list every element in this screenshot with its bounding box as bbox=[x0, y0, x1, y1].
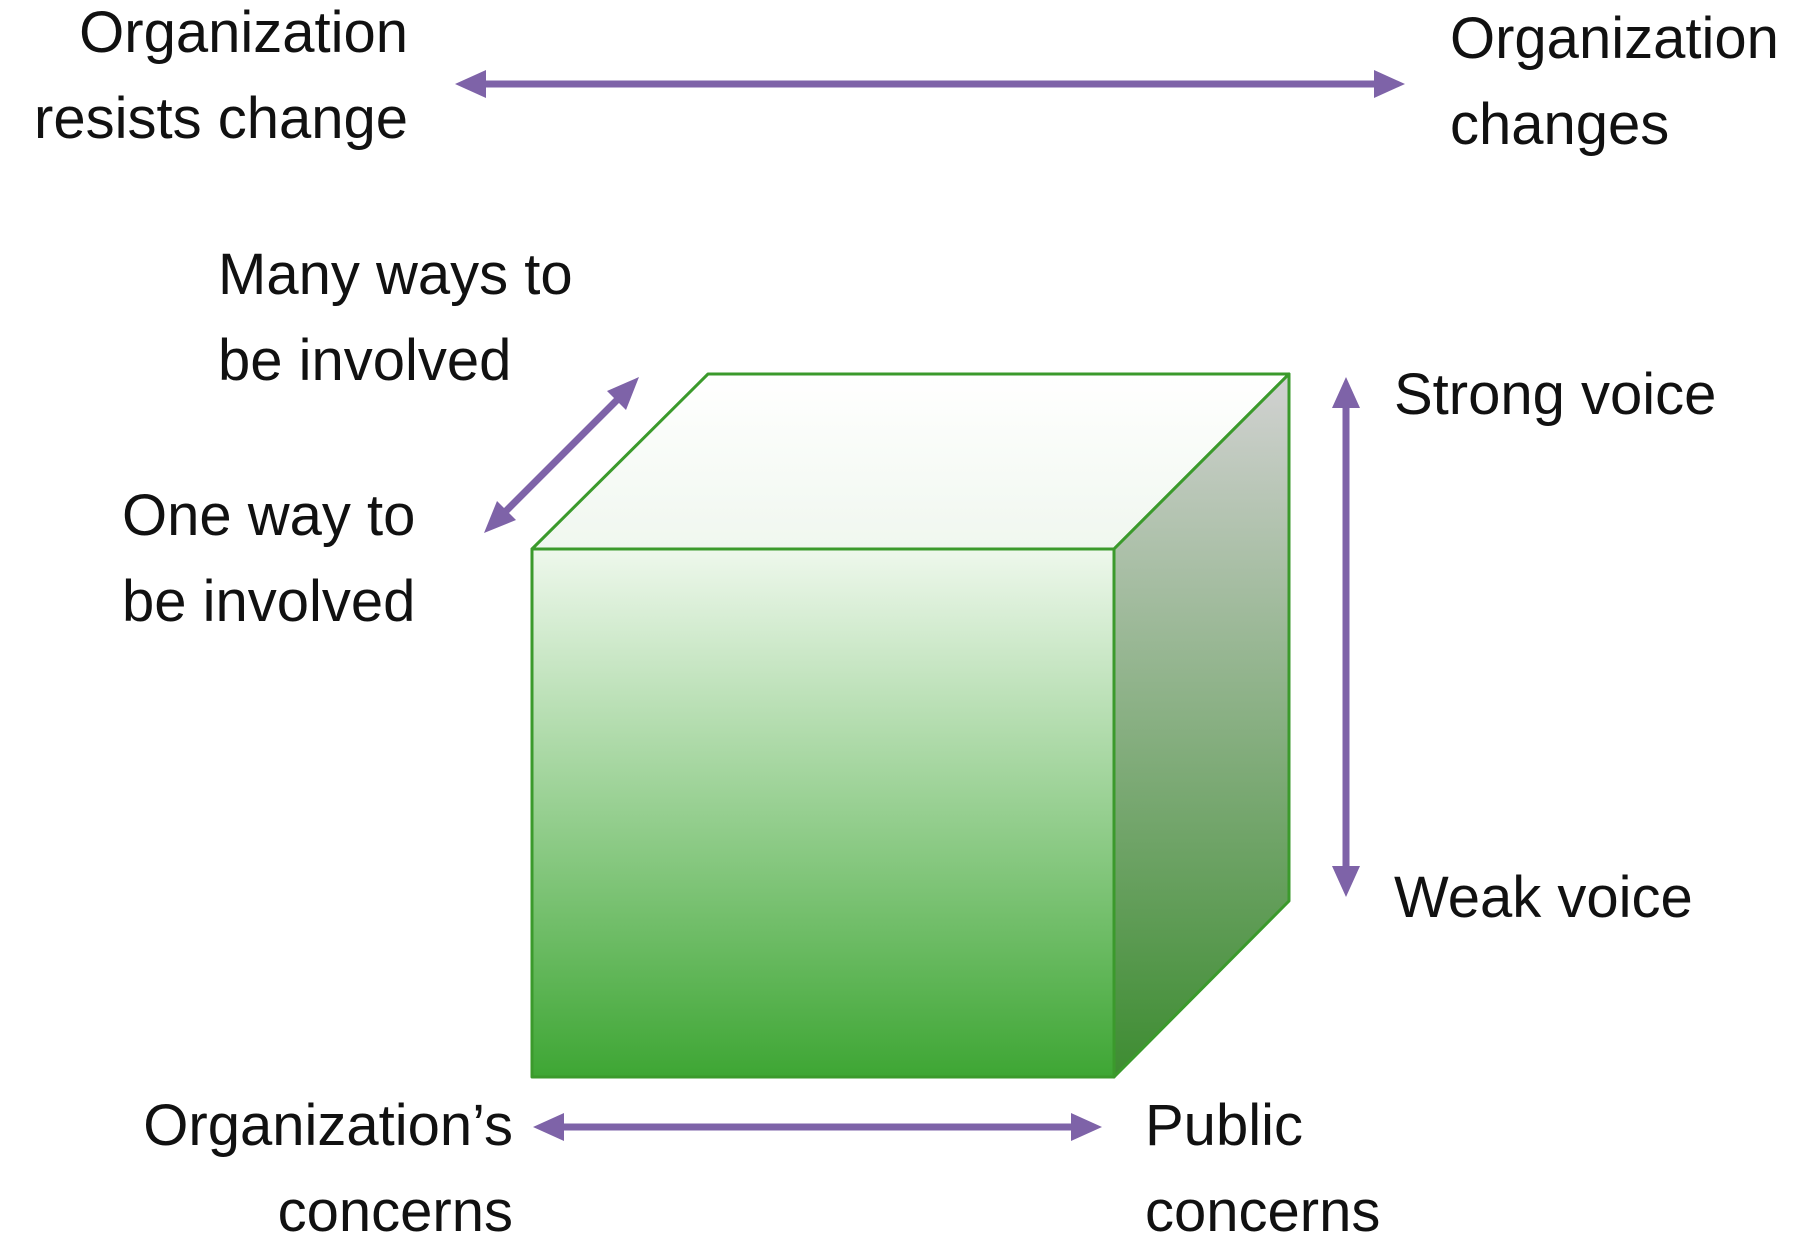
label-organization-changes: Organization changes bbox=[1450, 6, 1779, 157]
label-weak-voice: Weak voice bbox=[1394, 865, 1693, 930]
cube bbox=[530, 372, 1291, 1079]
label-one-way-to-be-involved: One way to be involved bbox=[122, 483, 416, 634]
label-organization-resists-change: Organization resists change bbox=[34, 0, 408, 151]
label-public-concerns: Public concerns bbox=[1145, 1093, 1381, 1244]
label-strong-voice: Strong voice bbox=[1394, 362, 1717, 427]
arrow-concerns-axis bbox=[533, 1113, 1102, 1141]
arrow-involvement-axis bbox=[484, 377, 639, 533]
cube-front-face bbox=[530, 547, 1116, 1079]
label-many-ways-to-be-involved: Many ways to be involved bbox=[218, 242, 573, 393]
label-organizations-concerns: Organization’s concerns bbox=[143, 1093, 513, 1244]
arrow-change-axis bbox=[455, 70, 1405, 98]
arrow-voice-axis bbox=[1332, 377, 1360, 897]
